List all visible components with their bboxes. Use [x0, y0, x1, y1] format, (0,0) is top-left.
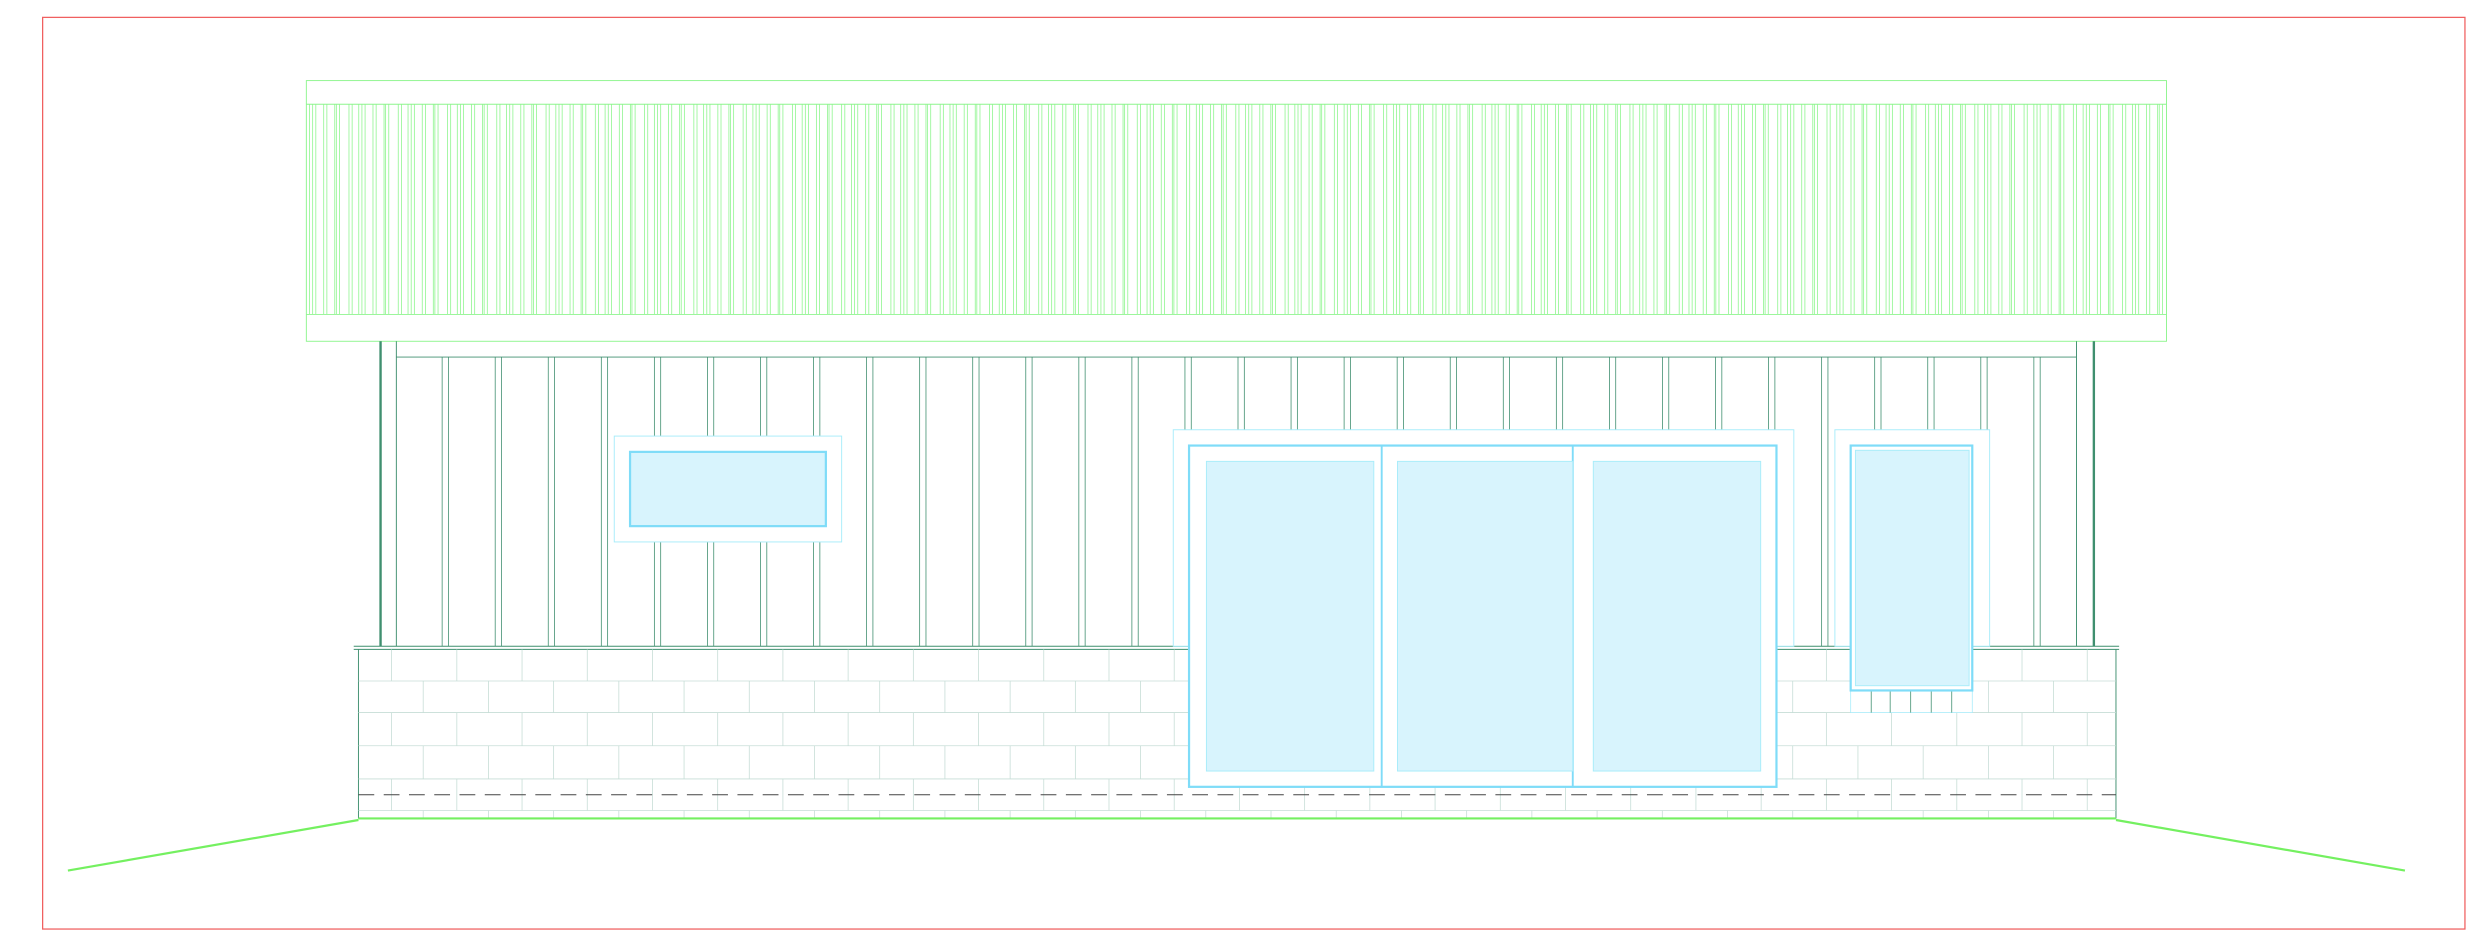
ground-line	[67, 817, 2406, 872]
wall	[379, 341, 2096, 647]
sheet-border	[42, 16, 2466, 930]
door-pane-3	[1592, 460, 1762, 772]
roof-fascia	[305, 80, 2167, 342]
left-window	[613, 435, 843, 543]
roof-ribs	[309, 104, 2163, 315]
door-pane-2	[1397, 460, 1574, 772]
sliding-door	[1172, 429, 1795, 788]
right-window	[1834, 429, 1991, 713]
door-pane-1	[1205, 460, 1375, 772]
